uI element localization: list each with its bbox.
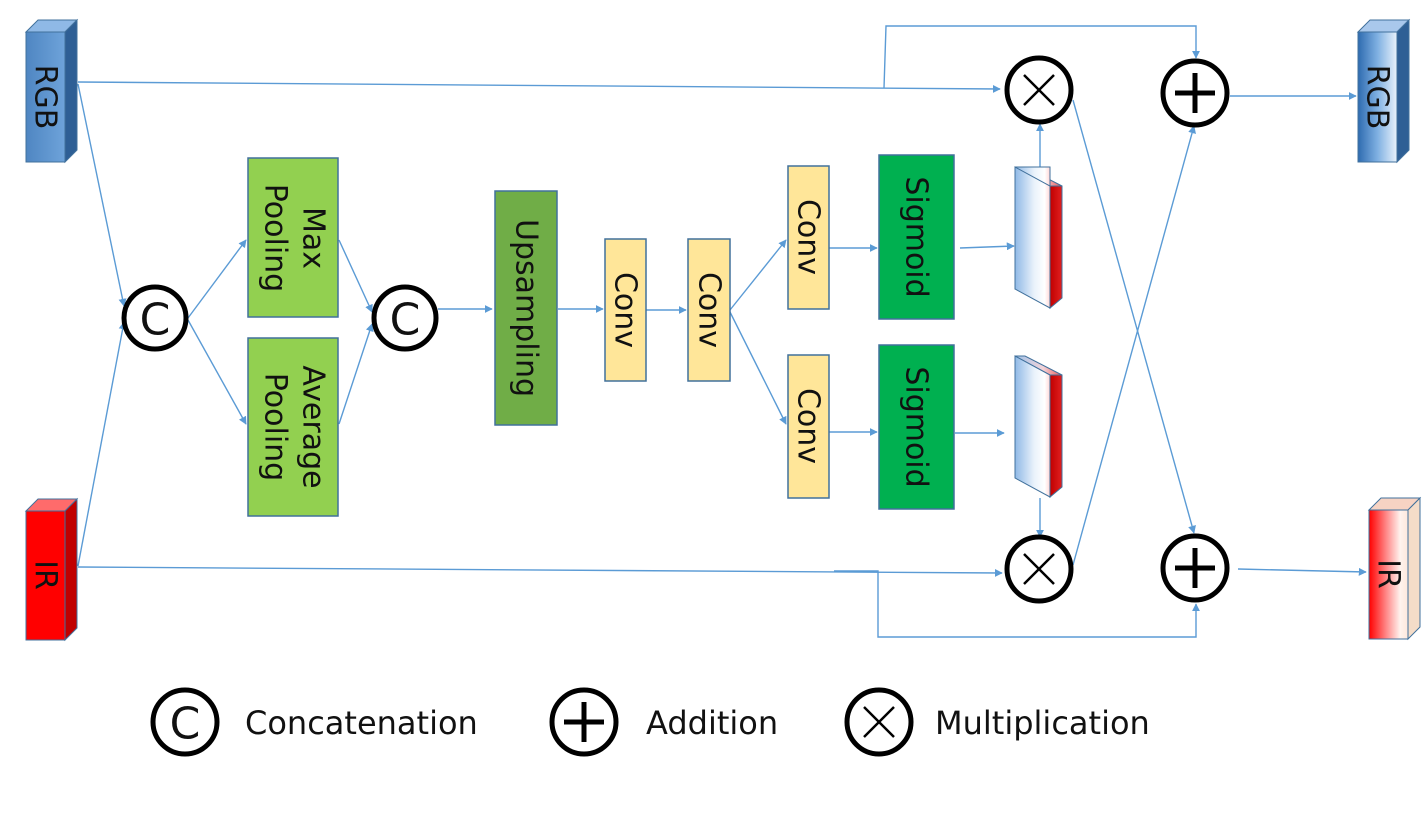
upsampling-block: Upsampling <box>494 190 558 426</box>
legend-addition-label: Addition <box>646 704 778 742</box>
legend-addition: Addition <box>549 687 778 757</box>
ir-skip-to-add-bottom-arrow <box>834 570 1200 638</box>
max-pooling-label-line2: Pooling <box>258 184 293 292</box>
legend-concat-symbol: C <box>170 699 201 750</box>
rgb-output-label: RGB <box>1360 65 1395 130</box>
addition-icon <box>549 687 619 757</box>
legend-concatenation-label: Concatenation <box>245 704 478 742</box>
max-pooling-block: Max Pooling <box>247 157 339 318</box>
average-pooling-block: Average Pooling <box>247 337 339 517</box>
average-pooling-label-line2: Pooling <box>258 373 293 481</box>
multiply-operator-bottom <box>1004 534 1074 604</box>
multiplication-icon <box>844 687 914 757</box>
concat-to-avg-pooling-arrow <box>187 319 247 425</box>
rgb-skip-to-add-top-arrow <box>883 25 1200 89</box>
multiply-operator-top <box>1004 55 1074 125</box>
conv2-block: Conv <box>687 238 731 382</box>
sigmoid-bottom-label: Sigmoid <box>899 366 934 487</box>
conv1-label: Conv <box>608 272 643 348</box>
legend-multiplication: Multiplication <box>844 687 1150 757</box>
sigmoid-top-to-weight-map-arrow <box>959 242 1015 251</box>
conv2-to-conv-top-arrow <box>729 239 787 311</box>
legend: C Concatenation Addition Multiplication <box>150 687 1150 757</box>
ir-to-multiply-bottom-arrow <box>77 566 1003 577</box>
concat-to-max-pooling-arrow <box>187 239 247 319</box>
rgb-to-multiply-top-arrow <box>77 81 1001 93</box>
ir-output-label: IR <box>1371 559 1406 589</box>
weight-map-bottom <box>1014 355 1063 499</box>
ir-to-concat-arrow <box>77 321 127 567</box>
concat-operator-2: C <box>371 284 439 352</box>
conv1-block: Conv <box>604 238 647 382</box>
concat-symbol: C <box>140 295 171 346</box>
concat-operator-1: C <box>121 284 189 352</box>
rgb-input-label: RGB <box>28 65 63 130</box>
sigmoid-bottom-block: Sigmoid <box>878 344 955 510</box>
weight-map-top <box>1014 166 1063 310</box>
rgb-to-concat-arrow <box>77 83 127 307</box>
concat-symbol: C <box>390 295 421 346</box>
ir-input-label: IR <box>28 560 63 590</box>
max-pooling-label-line1: Max <box>296 207 331 269</box>
add-operator-bottom <box>1160 533 1230 603</box>
upsampling-label: Upsampling <box>509 219 544 397</box>
conv-bottom-block: Conv <box>787 354 830 499</box>
add-operator-top <box>1160 58 1230 128</box>
max-pooling-to-concat-arrow <box>338 239 373 313</box>
average-pooling-label-line1: Average <box>296 365 331 488</box>
conv2-label: Conv <box>692 272 727 348</box>
conv-bottom-label: Conv <box>791 388 826 464</box>
rgb-output-block: RGB <box>1356 18 1411 164</box>
conv-top-block: Conv <box>787 165 830 310</box>
legend-concatenation: C Concatenation <box>150 687 478 757</box>
rgb-input-block: RGB <box>24 18 79 164</box>
legend-multiplication-label: Multiplication <box>935 704 1150 742</box>
ir-output-block: IR <box>1367 496 1422 641</box>
multiply-bottom-to-add-top-arrow <box>1072 125 1196 566</box>
sigmoid-top-block: Sigmoid <box>878 154 955 320</box>
conv-top-label: Conv <box>791 199 826 275</box>
multiply-top-to-add-bottom-arrow <box>1072 99 1196 534</box>
sigmoid-top-label: Sigmoid <box>899 176 934 297</box>
connection-lines <box>77 25 1367 638</box>
add-bottom-to-ir-output-arrow <box>1237 567 1367 576</box>
conv2-to-conv-bottom-arrow <box>729 311 787 425</box>
concat-icon <box>150 687 220 757</box>
avg-pooling-to-concat-arrow <box>338 323 374 425</box>
ir-input-block: IR <box>24 497 79 642</box>
